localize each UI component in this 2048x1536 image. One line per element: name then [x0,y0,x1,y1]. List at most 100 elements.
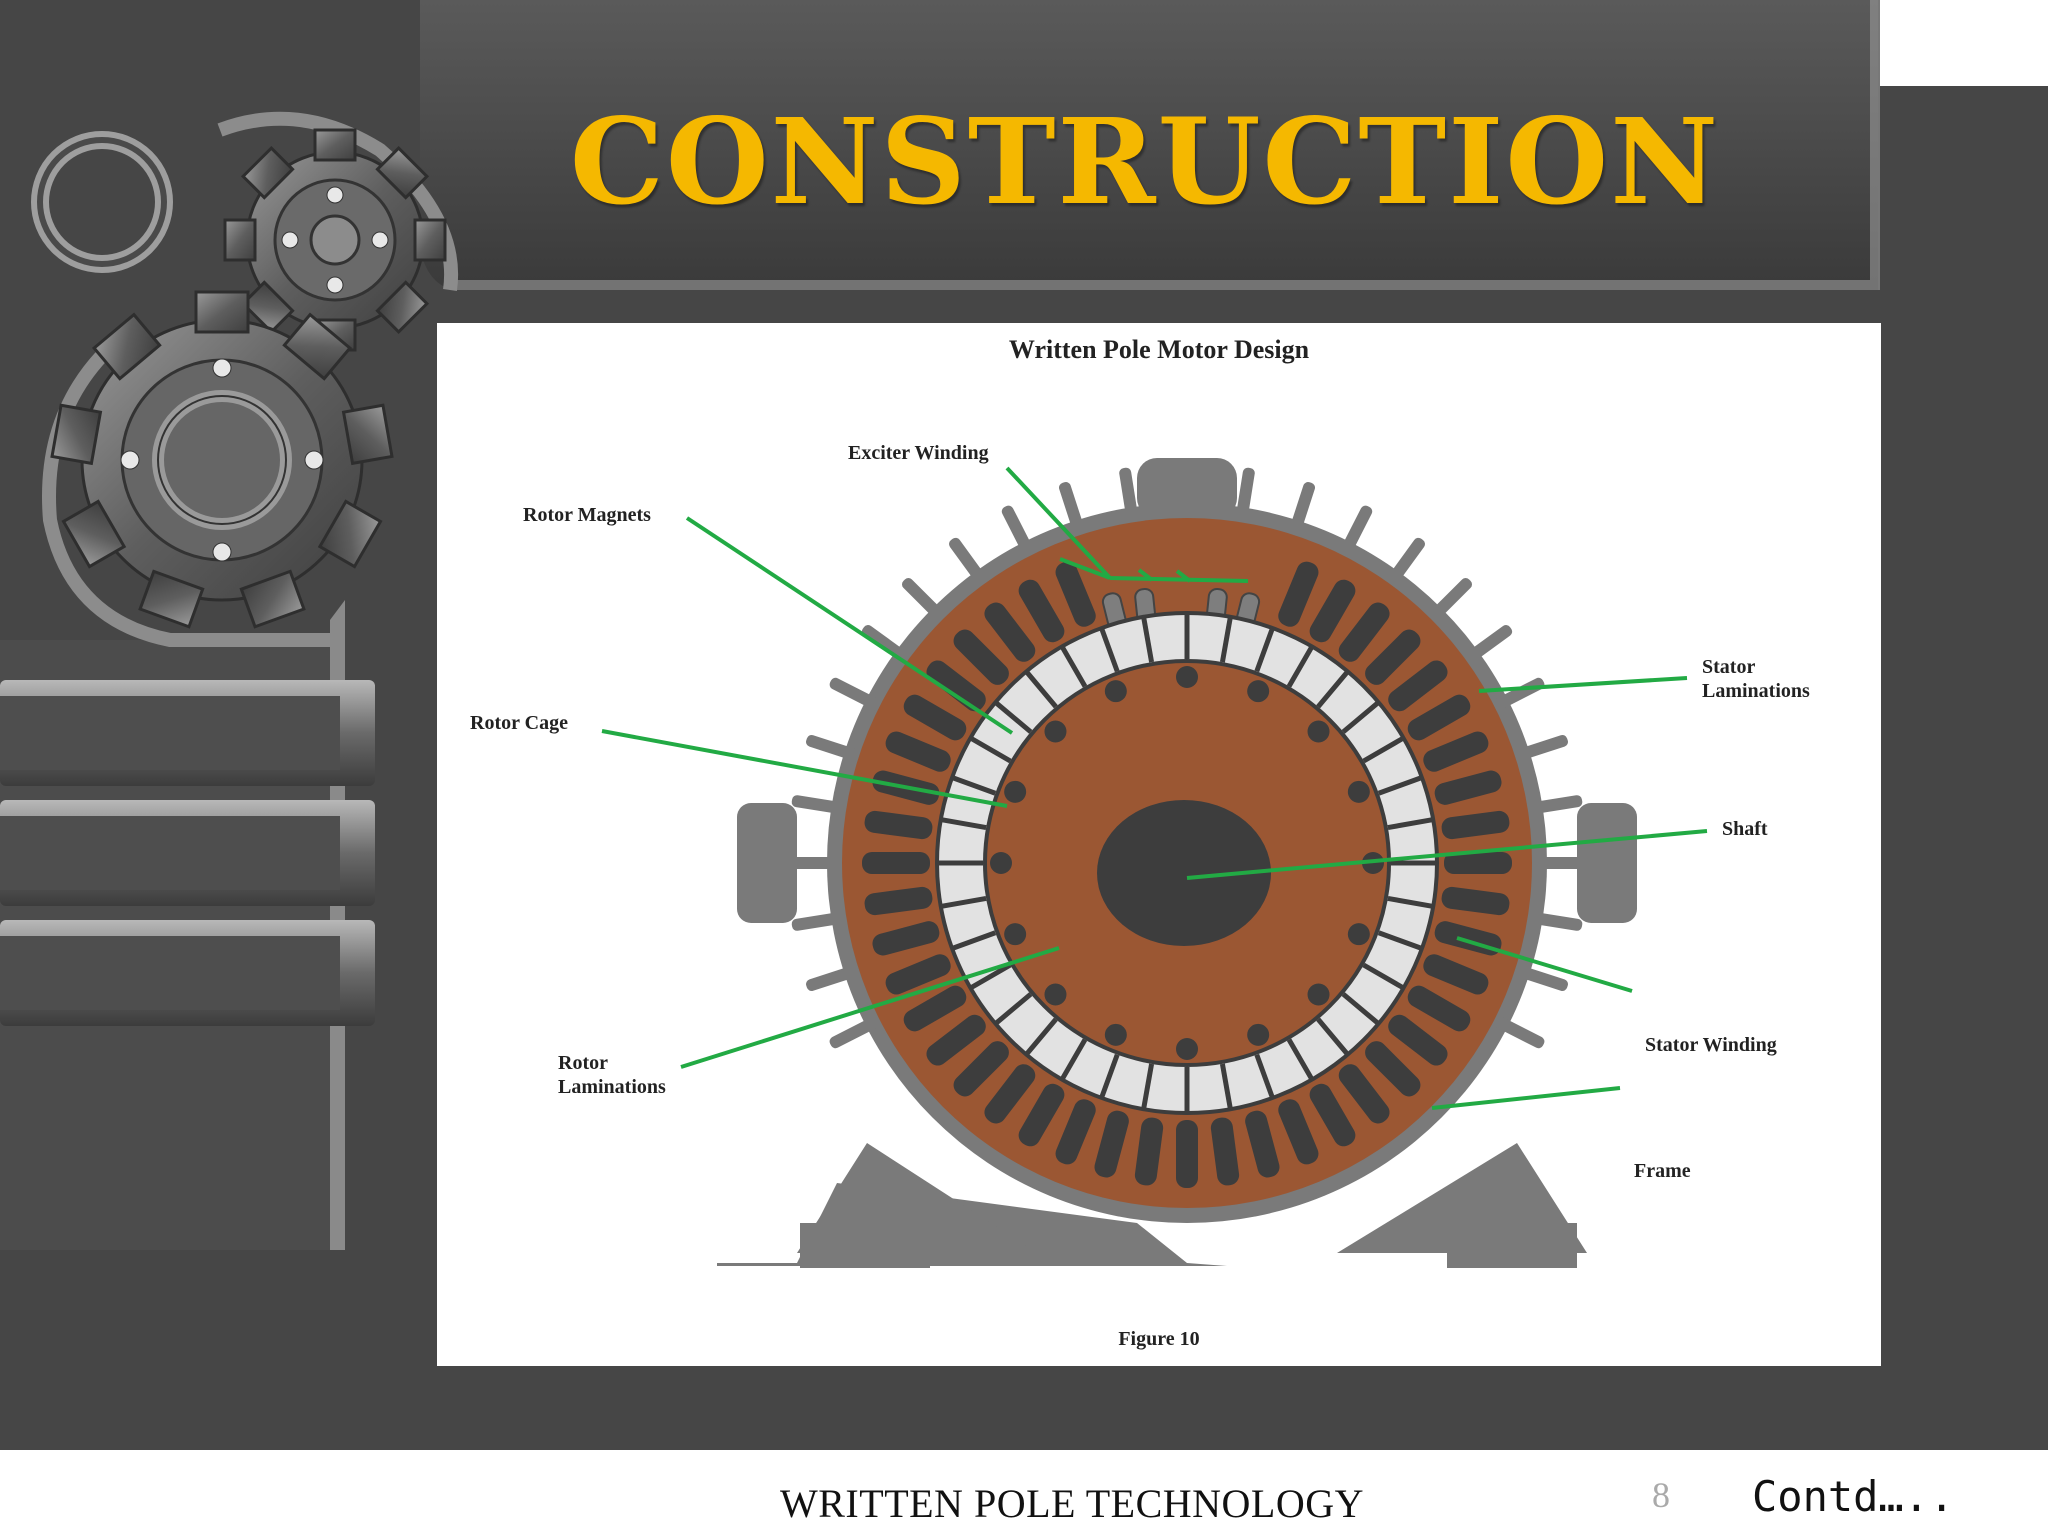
cooling-fin [791,910,852,931]
cooling-fin [1425,577,1473,625]
stator-slot [1338,1064,1390,1124]
figure-panel: Written Pole Motor Design Exciter Windin… [437,323,1881,1366]
leader-lines [601,466,1708,1110]
label-rotor-magnets: Rotor Magnets [523,504,651,526]
stator-slot [1278,561,1319,627]
cooling-fin [861,625,914,667]
slide-title: CONSTRUCTION [569,92,1721,231]
stator-slot [1210,1117,1240,1186]
cooling-fin [787,857,847,869]
stator-slot [1444,852,1512,874]
cage-bar [1044,983,1067,1006]
stator-slot [1388,1014,1448,1066]
cooling-fin [806,734,865,763]
magnet-divider [1219,616,1233,663]
stator-slot [1365,1041,1421,1097]
stator-slot [1018,1083,1065,1147]
cage-bar [1307,983,1330,1006]
stator-slot [1423,954,1489,995]
stator-slot [926,1014,986,1066]
cooling-fin [1058,482,1087,541]
stator-slot [1388,660,1448,712]
stator-slot [1245,1110,1280,1178]
cooling-fin [829,1013,886,1049]
magnet-divider [1059,645,1088,688]
label-rotor-cage: Rotor Cage [470,712,568,734]
magnet-divider [1316,669,1350,709]
cage-bar [1176,1038,1198,1060]
rotor-cage [990,666,1384,1060]
stator-slot [1134,1117,1164,1186]
magnet-divider [1059,1038,1088,1081]
magnet-divider [951,930,997,951]
stator-slot [864,886,933,916]
label-stator-winding: Stator Winding [1645,1034,1777,1056]
cooling-fin [949,537,991,590]
cage-bar [1176,666,1198,688]
continued-link[interactable]: Contd….. [1752,1472,1955,1521]
motor-diagram [601,458,1708,1268]
stator-slot [953,1041,1009,1097]
figure-title: Written Pole Motor Design [1008,335,1310,364]
cage-bar [1347,780,1370,803]
stator-winding [862,561,1512,1188]
magnet-divider [1316,1017,1350,1057]
magnet-divider [1286,645,1315,688]
stator-slot [1365,629,1421,685]
large-gear-icon [50,290,394,629]
cooling-fin [806,963,865,992]
magnet-divider [1099,1053,1120,1099]
cage-bar [1347,923,1370,946]
cage-bar [990,852,1012,874]
page-number: 8 [1652,1475,1670,1515]
magnet-divider [993,700,1033,734]
stator-slot [864,810,933,840]
stator-slot [926,660,986,712]
cooling-fin [1119,467,1140,528]
cooling-fin [1509,734,1568,763]
magnet-divider [993,992,1033,1026]
magnet-divider [1377,930,1423,951]
magnet-divider [1254,627,1275,673]
magnet-divider [1024,1017,1058,1057]
figure-caption: Figure 10 [1118,1328,1200,1350]
stator-slot [903,694,967,741]
cooling-fin [791,795,852,816]
label-rotor-laminations: Rotor Laminations [558,1052,666,1098]
magnet-divider [1286,1038,1315,1081]
stator-slot [1278,1099,1319,1165]
ring-ornament-icon [31,131,173,273]
stator-slot [903,985,967,1032]
magnet-divider [1024,669,1058,709]
magnet-divider [1341,700,1381,734]
stator-slot [862,852,930,874]
stator-slot [1441,810,1510,840]
cage-bar [1104,680,1127,703]
stator-slot [1018,579,1065,643]
magnet-divider [1219,1063,1233,1110]
stator-slot [1441,886,1510,916]
cooling-fin [1527,857,1587,869]
stator-slot [953,629,1009,685]
cooling-fin [1337,505,1373,562]
cooling-fin [1001,505,1037,562]
magnet-divider [1254,1053,1275,1099]
stator-slot [885,731,951,772]
cage-bar [1247,1023,1270,1046]
cage-bar [1104,1023,1127,1046]
cage-bar [1044,720,1067,743]
magnet-divider [940,895,987,909]
magnet-divider [969,962,1012,991]
magnet-divider [1387,817,1434,831]
cage-bar [1307,720,1330,743]
stator-slot [1309,579,1356,643]
cooling-fin [829,677,886,713]
magnet-divider [1099,627,1120,673]
footer-title: WRITTEN POLE TECHNOLOGY [780,1481,1365,1526]
magnet-divider [1377,775,1423,796]
cooling-fin [1287,482,1316,541]
stator-slot [984,1064,1036,1124]
small-gear-icon [223,128,447,352]
shaft [1097,800,1271,946]
stator-slot [984,602,1036,662]
